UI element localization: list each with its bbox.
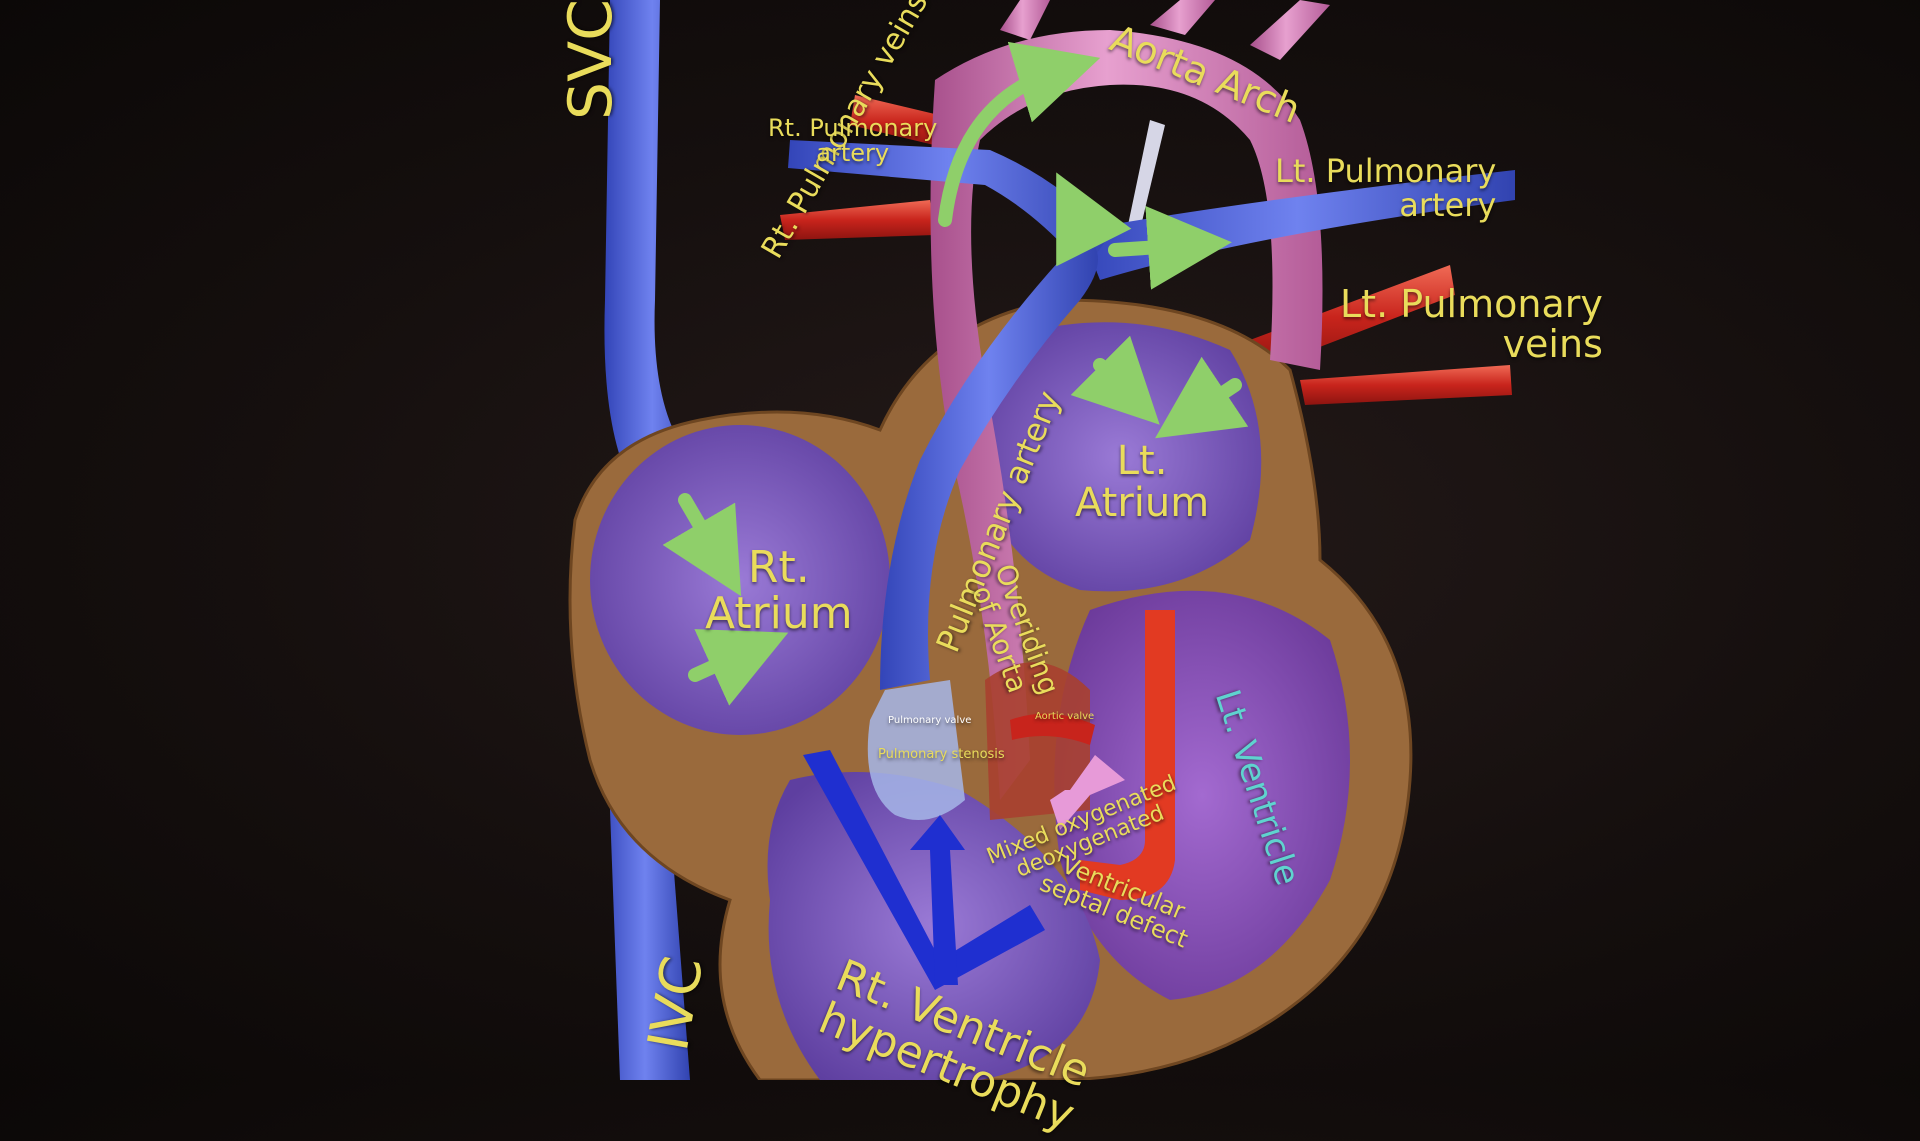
label-lt-pulmonary-artery-line2: artery [1399, 185, 1497, 224]
pulmonary-valve [867, 680, 965, 820]
label-rt-atrium: Rt. Atrium [705, 542, 853, 640]
heart-illustration [568, 0, 1515, 1082]
aortic-arch-branch-3 [1250, 0, 1330, 60]
mixed-blood-arrow [1050, 755, 1125, 830]
aortic-valve [1010, 713, 1095, 745]
la-inflow-arrow-1 [1070, 335, 1160, 425]
pa-branch-arrow-left [1056, 172, 1132, 267]
la-inflow-arrow-2 [1155, 356, 1249, 439]
aortic-arch-branch-2 [1150, 0, 1215, 35]
label-pulmonary-valve: Pulmonary valve [888, 715, 972, 726]
label-lt-pulmonary-veins-line1: Lt. Pulmonary [1340, 282, 1603, 326]
label-rt-atrium-line2: Atrium [705, 588, 853, 640]
label-rt-pulmonary-artery: Rt. Pulmonary artery [768, 114, 938, 168]
aorta-flow-arrow [938, 41, 1101, 227]
label-rt-pulmonary-artery-line2: artery [816, 139, 890, 168]
label-lt-pulmonary-artery-line1: Lt. Pulmonary [1275, 152, 1497, 190]
overriding-aorta-root [985, 662, 1090, 820]
green-flow-arrows [662, 41, 1249, 706]
label-rt-pulmonary-artery-line1: Rt. Pulmonary [768, 114, 938, 142]
tetralogy-of-fallot-diagram: SVC IVC Aorta Arch Rt. Pulmonary veins R… [556, 0, 1603, 1141]
pa-branch-arrow-right [1108, 205, 1232, 290]
label-lt-pulmonary-artery: Lt. Pulmonary artery [1275, 152, 1497, 224]
label-rt-atrium-line1: Rt. [747, 542, 810, 593]
aortic-arch-branch-1 [1000, 0, 1050, 40]
svc-vessel [604, 0, 700, 500]
pulmonary-outflow-arrow [910, 815, 965, 985]
lt-ventricle-flow-arrow [1080, 610, 1175, 900]
label-svc: SVC [556, 0, 626, 120]
label-lt-atrium-line2: Atrium [1075, 480, 1210, 526]
rt-pulmonary-artery [788, 140, 1110, 270]
ductus-ligament [1128, 120, 1165, 230]
label-aortic-valve: Aortic valve [1035, 711, 1095, 722]
label-pulmonary-stenosis: Pulmonary stenosis [878, 747, 1005, 762]
pulmonary-artery-trunk [880, 240, 1098, 690]
label-lt-atrium-line1: Lt. [1116, 438, 1168, 484]
aorta-vessel [930, 30, 1323, 800]
rt-ventricle-flow-arrow [803, 750, 1045, 990]
label-lt-pulmonary-veins-line2: veins [1502, 321, 1603, 366]
lt-pulmonary-vein-lower [1300, 365, 1512, 405]
label-lt-pulmonary-veins: Lt. Pulmonary veins [1340, 282, 1603, 366]
label-lt-atrium: Lt. Atrium [1075, 440, 1209, 524]
rt-pulmonary-vein-lower [780, 200, 935, 240]
ra-inflow-arrow-1 [662, 493, 742, 597]
ra-inflow-arrow-2 [688, 629, 789, 706]
